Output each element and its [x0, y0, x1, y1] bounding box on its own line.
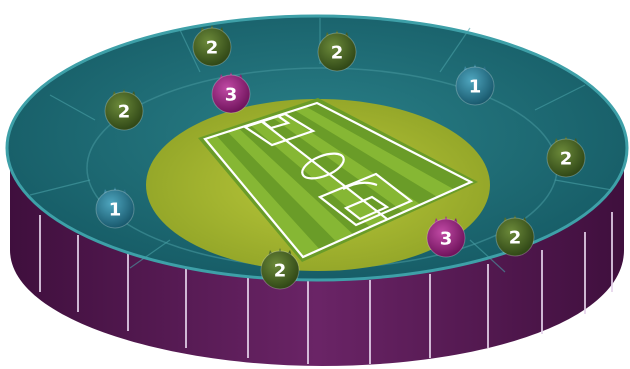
badge-label: 2 — [331, 43, 344, 64]
badge-label: 2 — [560, 149, 573, 170]
badge-label: 3 — [440, 229, 453, 250]
badge-label: 2 — [274, 261, 287, 282]
badge-label: 2 — [118, 102, 131, 123]
badge-label: 2 — [509, 228, 522, 249]
badge-label: 1 — [469, 77, 482, 98]
badge-label: 2 — [206, 38, 219, 59]
badge-label: 3 — [225, 85, 238, 106]
badge-label: 1 — [109, 200, 122, 221]
